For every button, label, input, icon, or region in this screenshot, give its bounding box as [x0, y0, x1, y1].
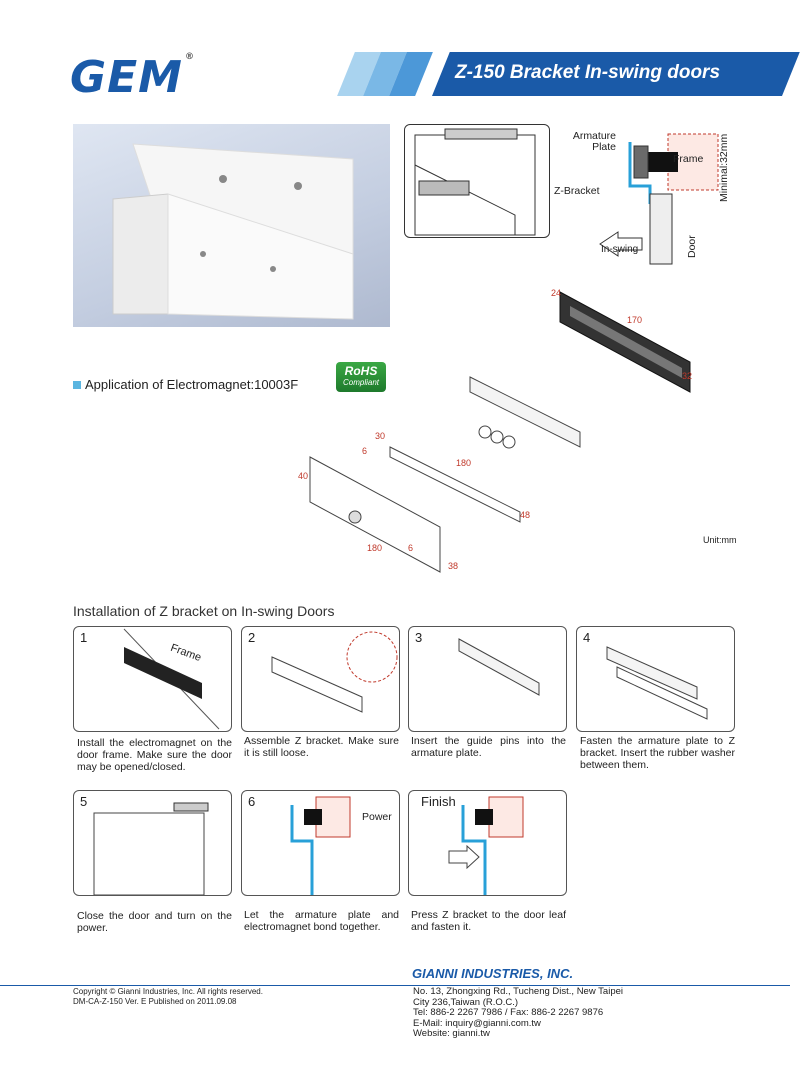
step-finish-caption: Press Z bracket to the door leaf and fas…: [411, 909, 566, 933]
step-1-image: [123, 628, 220, 730]
company-address: No. 13, Zhongxing Rd., Tucheng Dist., Ne…: [413, 986, 623, 1039]
section-title: Installation of Z bracket on In-swing Do…: [73, 603, 335, 619]
step-3-panel: 3: [408, 626, 567, 732]
dimension-label: 6: [362, 446, 368, 456]
dimension-label: 38: [448, 561, 459, 571]
step-1-caption: Install the electromagnet on the door fr…: [77, 737, 232, 773]
step-5-image: [93, 802, 209, 896]
dimension-label: 40: [298, 471, 309, 481]
step-2-image: [271, 631, 398, 713]
product-photo: [73, 124, 390, 327]
dimension-label: 6: [408, 543, 414, 553]
step-5-caption: Close the door and turn on the power.: [77, 910, 232, 934]
door-detail-frame: [404, 124, 550, 238]
step-2-panel: 2: [241, 626, 400, 732]
step-6-image: [290, 796, 351, 895]
step-4-caption: Fasten the armature plate to Z bracket. …: [580, 735, 735, 771]
page-title: Z-150 Bracket In-swing doors: [455, 62, 721, 83]
z-bracket-photo-image: [112, 143, 354, 320]
dimension-label: 32: [682, 371, 693, 381]
dimension-label: 48: [520, 510, 531, 520]
company-name: GIANNI INDUSTRIES, INC.: [412, 966, 574, 981]
step-4-panel: 4: [576, 626, 735, 732]
step-6-caption: Let the armature plate and electromagnet…: [244, 909, 399, 933]
unit-label: Unit:mm: [703, 535, 737, 545]
dimension-label: 24: [551, 288, 562, 298]
step-6-panel: 6 Power: [241, 790, 400, 896]
step-finish-panel: Finish: [408, 790, 567, 896]
dimension-label: 180: [456, 458, 472, 468]
in-swing-label: In-swing: [601, 244, 639, 255]
brand-logo: GEM®: [70, 52, 195, 103]
bullet-square-icon: [73, 381, 81, 389]
dimension-label: 30: [375, 431, 386, 441]
door-label: Door: [686, 235, 698, 258]
step-5-panel: 5: [73, 790, 232, 896]
step-2-caption: Assemble Z bracket. Make sure it is stil…: [244, 735, 399, 759]
step-4-image: [606, 646, 708, 720]
copyright: Copyright © Gianni Industries, Inc. All …: [73, 987, 263, 1006]
step-3-caption: Insert the guide pins into the armature …: [411, 735, 566, 759]
step-1-panel: 1 Frame: [73, 626, 232, 732]
application-note: Application of Electromagnet:10003F: [73, 377, 298, 392]
dimension-label: 170: [627, 315, 643, 325]
step-3-image: [458, 638, 540, 696]
dimension-label: 180: [367, 543, 383, 553]
armature-plate-label: Armature Plate: [572, 130, 616, 153]
minimal-label: Minimal:32mm: [718, 133, 730, 202]
z-bracket-label: Z-Bracket: [554, 185, 600, 197]
step-finish-image: [448, 796, 524, 895]
footer-divider: [0, 985, 790, 986]
door-detail-image: [414, 128, 536, 236]
frame-label: Frame: [673, 153, 704, 165]
cross-section-diagram: [599, 133, 719, 265]
exploded-dimension-drawing: [309, 291, 691, 573]
